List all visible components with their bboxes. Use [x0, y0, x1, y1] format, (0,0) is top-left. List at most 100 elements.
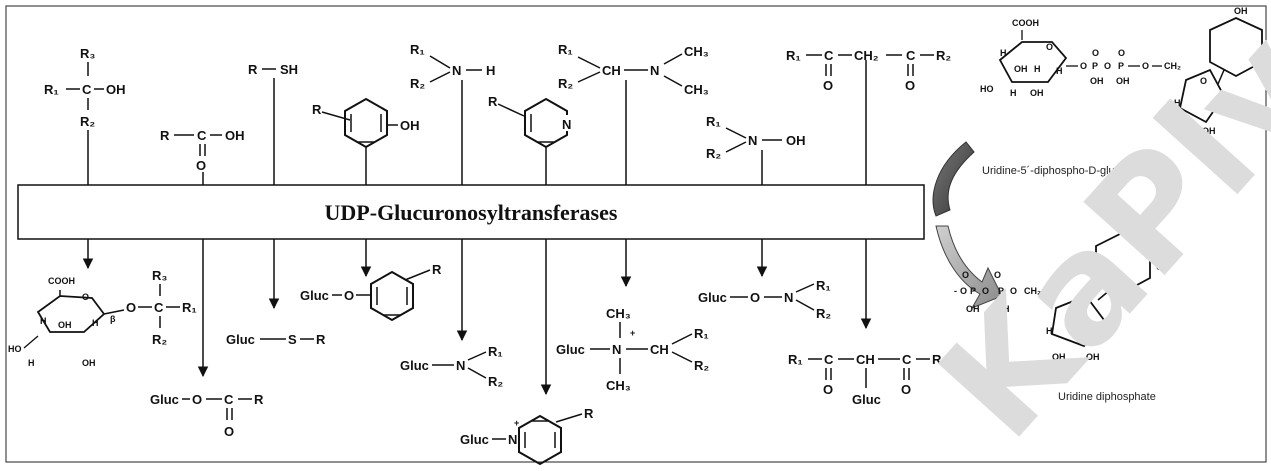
- svg-text:R₂: R₂: [80, 114, 95, 129]
- product-ester-glucuronide: Gluc O C R O: [150, 392, 264, 439]
- svg-text:OH: OH: [1116, 76, 1130, 86]
- udp-label: Uridine diphosphate: [1058, 391, 1156, 403]
- svg-text:R₁: R₁: [410, 42, 425, 57]
- svg-text:O: O: [1080, 61, 1087, 71]
- svg-text:S: S: [288, 332, 297, 347]
- svg-text:H: H: [1000, 48, 1007, 58]
- svg-text:CH₂: CH₂: [1024, 286, 1041, 296]
- svg-text:C: C: [906, 48, 916, 63]
- svg-text:OH: OH: [1052, 352, 1066, 362]
- svg-text:-: -: [954, 286, 957, 296]
- svg-text:R: R: [312, 102, 322, 117]
- svg-text:H: H: [486, 63, 495, 78]
- svg-text:OH: OH: [1234, 6, 1248, 16]
- svg-text:H: H: [1098, 330, 1105, 340]
- svg-text:H: H: [28, 358, 35, 368]
- svg-text:OH: OH: [1130, 218, 1144, 228]
- svg-text:Gluc: Gluc: [852, 392, 881, 407]
- svg-text:H: H: [1056, 66, 1063, 76]
- svg-text:O: O: [823, 78, 833, 93]
- svg-text:O: O: [1010, 286, 1017, 296]
- svg-text:OH: OH: [1202, 126, 1216, 136]
- substrate-diketone: R₁ C CH₂ C R₂ O O: [786, 48, 951, 93]
- svg-text:R₂: R₂: [152, 332, 167, 347]
- svg-text:R: R: [316, 332, 326, 347]
- substrate-tertiary-amine: R₁ R₂ CH N CH₃ CH₃: [558, 42, 709, 97]
- svg-text:CH₂: CH₂: [854, 48, 879, 63]
- svg-text:O: O: [224, 424, 234, 439]
- svg-text:R: R: [160, 128, 170, 143]
- substrate-amine: R₁ R₂ N H: [410, 42, 495, 91]
- udpga-label: Uridine-5´-diphospho-D-glucuronic acid: [982, 165, 1173, 177]
- frame-border: [5, 5, 1267, 463]
- substrate-connectors: [87, 60, 867, 185]
- svg-text:R: R: [432, 262, 442, 277]
- svg-text:O: O: [823, 382, 833, 397]
- svg-text:R₁: R₁: [788, 352, 803, 367]
- svg-text:C: C: [154, 300, 164, 315]
- svg-text:C: C: [824, 48, 834, 63]
- svg-text:H: H: [1010, 88, 1017, 98]
- product-arrows: [82, 239, 872, 396]
- udpga-structure: COOH O H OH H H HO H OH O P O OH O P O O…: [980, 6, 1263, 177]
- substrate-thiol: R SH: [248, 62, 298, 77]
- svg-text:O: O: [750, 290, 760, 305]
- svg-text:CH₃: CH₃: [606, 378, 631, 393]
- enzyme-band: UDP-Glucuronosyltransferases: [17, 184, 925, 240]
- svg-text:O: O: [196, 158, 206, 173]
- product-n-glucuronide: Gluc N R₁ R₂: [400, 344, 503, 389]
- svg-text:R₂: R₂: [932, 352, 947, 367]
- svg-text:O: O: [1156, 262, 1163, 272]
- svg-text:β: β: [110, 314, 116, 324]
- svg-text:+: +: [514, 418, 519, 428]
- svg-text:CH: CH: [856, 352, 875, 367]
- product-phenol-glucuronide: Gluc O R: [300, 262, 442, 322]
- svg-text:O: O: [1200, 76, 1207, 86]
- svg-text:R₁: R₁: [694, 326, 709, 341]
- substrate-carboxylic-acid: R C OH O: [160, 128, 245, 173]
- svg-text:N: N: [784, 290, 793, 305]
- substrate-hydroxylamine: R₁ R₂ N OH: [706, 114, 806, 161]
- svg-text:O: O: [1046, 42, 1053, 52]
- svg-text:CH: CH: [650, 342, 669, 357]
- svg-text:N: N: [612, 342, 621, 357]
- product-ether-glucuronide: COOH O H OH H HO H OH β O C R₃ R₁ R₂: [8, 268, 197, 368]
- svg-text:Gluc: Gluc: [698, 290, 727, 305]
- svg-text:KaPly: KaPly: [907, 0, 1271, 466]
- cofactor-arrows: [932, 141, 1003, 309]
- svg-text:R₁: R₁: [182, 300, 197, 315]
- svg-text:OH: OH: [786, 133, 806, 148]
- svg-text:OH: OH: [225, 128, 245, 143]
- svg-text:Gluc: Gluc: [400, 358, 429, 373]
- svg-text:R₂: R₂: [816, 306, 831, 321]
- product-n-o-glucuronide: Gluc O N R₁ R₂: [698, 278, 831, 321]
- svg-text:R₃: R₃: [152, 268, 167, 283]
- svg-text:C: C: [82, 82, 92, 97]
- svg-text:H: H: [92, 318, 99, 328]
- svg-text:R₁: R₁: [558, 42, 573, 57]
- svg-text:Gluc: Gluc: [556, 342, 585, 357]
- svg-text:CH₂: CH₂: [1164, 61, 1181, 71]
- substrate-pyridine: R N: [488, 94, 574, 149]
- svg-text:O: O: [960, 286, 967, 296]
- svg-text:O: O: [82, 292, 89, 302]
- svg-text:Gluc: Gluc: [226, 332, 255, 347]
- svg-text:O: O: [1104, 61, 1111, 71]
- svg-text:R: R: [254, 392, 264, 407]
- svg-text:R₁: R₁: [488, 344, 503, 359]
- svg-text:N: N: [1114, 294, 1121, 304]
- svg-text:COOH: COOH: [48, 276, 75, 286]
- svg-text:O: O: [1070, 304, 1077, 314]
- svg-text:R₂: R₂: [694, 358, 709, 373]
- svg-text:O: O: [126, 300, 136, 315]
- svg-text:R₂: R₂: [936, 48, 951, 63]
- svg-text:R₃: R₃: [80, 46, 95, 61]
- svg-text:R₂: R₂: [488, 374, 503, 389]
- svg-text:OH: OH: [1086, 352, 1100, 362]
- svg-text:HO: HO: [980, 84, 994, 94]
- svg-text:R₁: R₁: [44, 82, 59, 97]
- svg-text:O: O: [1118, 48, 1125, 58]
- svg-text:O: O: [994, 270, 1001, 280]
- svg-text:HO: HO: [8, 344, 22, 354]
